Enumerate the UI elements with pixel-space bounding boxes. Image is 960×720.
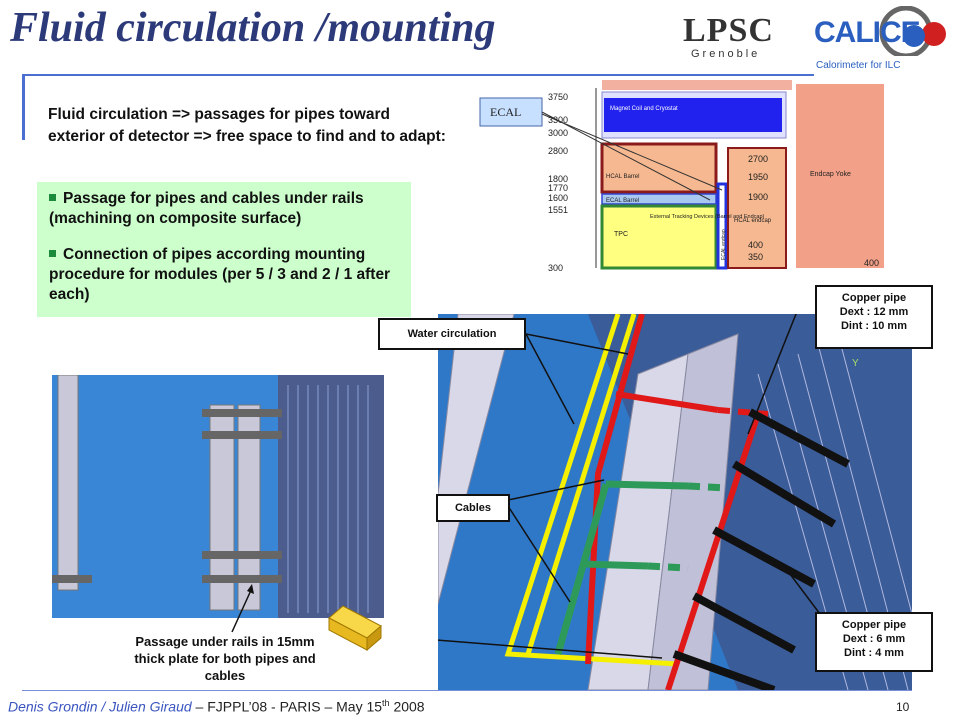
region-label-tracking: External Tracking Devices (Barrel and En…	[650, 214, 764, 220]
black-bars	[672, 408, 850, 690]
pipe-red	[585, 314, 645, 665]
bullet-square-icon	[49, 194, 56, 201]
tick-label: 2800	[548, 146, 568, 156]
endcap-yoke-region	[796, 84, 884, 268]
rail	[438, 314, 739, 690]
axis-glyph: Y	[852, 358, 859, 369]
callout-copper-pipe-large: Copper pipe Dext : 12 mm Dint : 10 mm	[815, 285, 933, 349]
region-label-endcap-yoke: Endcap Yoke	[810, 171, 851, 178]
cable-green	[581, 560, 649, 570]
region-label-ecal-barrel: ECAL Barrel	[606, 198, 639, 204]
intro-text: Fluid circulation => passages for pipes …	[48, 106, 446, 145]
cable-green	[605, 480, 689, 490]
page-title: Fluid circulation /mounting	[10, 5, 496, 51]
caption-arrow	[231, 584, 254, 633]
callout-cables: Cables	[436, 494, 510, 522]
region-label-tpc: TPC	[614, 231, 628, 238]
rail-foot	[202, 551, 282, 559]
tick-label: 1770	[548, 183, 568, 193]
calice-logo-sub: Calorimeter for ILC	[816, 60, 901, 71]
rail-foot	[52, 575, 92, 583]
tick-label: 350	[748, 252, 763, 262]
rectangular-tube-image	[328, 605, 382, 652]
cable-green-dashed	[647, 562, 689, 572]
tick-label: 3750	[548, 92, 568, 102]
tick-label: 3300	[548, 115, 568, 125]
callout-water: Water circulation	[378, 318, 526, 350]
slide-number: 10	[896, 700, 910, 714]
module-render-image	[52, 375, 384, 618]
rail-foot	[202, 575, 282, 583]
title-rule-horizontal	[22, 74, 814, 76]
lpsc-logo-sub: Grenoble	[691, 48, 761, 60]
region-label-hcal-barrel: HCAL Barrel	[606, 174, 639, 180]
pipe-red	[665, 413, 761, 690]
tpc-region	[600, 204, 718, 270]
tick-label: 3000	[548, 128, 568, 138]
rail-foot	[202, 409, 282, 417]
calice-logo: CALICE Calorimeter for ILC	[810, 5, 960, 78]
region-label-ecal-endcap: ECAL endcap	[721, 229, 727, 260]
tick-label: 1900	[748, 192, 768, 202]
cable-green	[554, 483, 610, 655]
bullet-item: Passage for pipes and cables under rails…	[49, 190, 364, 227]
tick-label: 2700	[748, 154, 768, 164]
cable-yellow	[525, 314, 637, 655]
yoke-strip	[602, 80, 792, 90]
image-caption: Passage under rails in 15mm thick plate …	[134, 634, 316, 683]
region-label-hcal-endcap: HCAL endcap	[734, 218, 772, 224]
rail	[57, 375, 79, 591]
pipe-red	[615, 391, 719, 413]
hcal-barrel-region	[600, 142, 718, 194]
tick-label: 1600	[548, 193, 568, 203]
lpsc-logo-main: LPSC	[683, 12, 774, 49]
tick-label: 300	[548, 263, 563, 272]
tick-label: 1800	[548, 174, 568, 184]
rail-foot	[202, 431, 282, 439]
magnet-core	[604, 98, 782, 132]
region-label-magnet: Magnet Coil and Cryostat	[610, 106, 678, 112]
bullet-square-icon	[49, 250, 56, 257]
cable-yellow	[504, 314, 679, 667]
callout-pointers	[438, 314, 821, 659]
footer-event-sup: th	[382, 698, 390, 708]
title-rule-vertical	[22, 74, 25, 140]
tick-label: 400	[864, 258, 879, 268]
bullet-item: Connection of pipes according mounting p…	[49, 246, 391, 303]
callout-copper-pipe-small: Copper pipe Dext : 6 mm Dint : 4 mm	[815, 612, 933, 672]
cable-green-dashed	[687, 482, 729, 492]
footer: Denis Grondin / Julien Giraud – FJPPL’08…	[8, 698, 425, 715]
footer-event-year: 2008	[389, 698, 425, 715]
footer-rule	[22, 690, 912, 691]
ecal-pointer-line	[541, 111, 711, 201]
calice-logo-main: CALICE	[814, 16, 921, 49]
footer-event: – FJPPL’08 - PARIS – May 15	[191, 698, 383, 715]
detector-cross-section-diagram: ECAL 3750 3300 3000 2800 1800 1770 1600 …	[478, 80, 886, 272]
tick-label: 1551	[548, 205, 568, 215]
ecal-label: ECAL	[490, 105, 521, 119]
ecal-label-box	[479, 97, 543, 127]
ecal-pointer-line	[541, 113, 723, 191]
ecal-endcap-region	[716, 182, 728, 270]
footer-authors: Denis Grondin / Julien Giraud	[8, 698, 192, 715]
ecal-barrel-region	[601, 193, 717, 205]
hcal-endcap-region	[727, 147, 787, 269]
tick-label: 400	[748, 240, 763, 250]
bullet-box: Passage for pipes and cables under rails…	[37, 182, 411, 317]
tick-label: 1950	[748, 172, 768, 182]
lpsc-logo: LPSC Grenoble	[683, 14, 795, 64]
